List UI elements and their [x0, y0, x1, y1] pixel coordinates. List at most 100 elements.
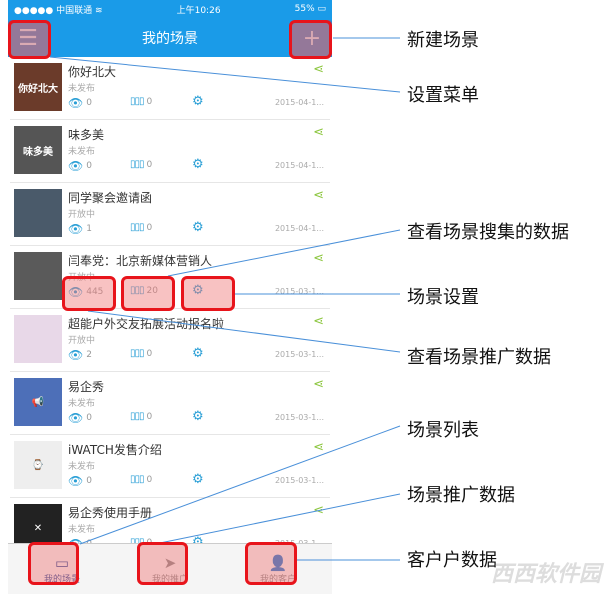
scene-date: 2015-04-1...: [274, 161, 324, 170]
scene-row[interactable]: 你好北大 你好北大 未发布 👁0 ▯▯▯0 ⚙ 2015-04-1... ⋖: [10, 57, 330, 120]
annotation-settings-menu: 设置菜单: [407, 85, 479, 106]
gear-icon[interactable]: ⚙: [192, 220, 204, 235]
share-icon[interactable]: ⋖: [313, 377, 324, 392]
share-icon[interactable]: ⋖: [313, 440, 324, 455]
eye-icon: 👁: [68, 159, 84, 173]
menu-button[interactable]: ☰: [8, 20, 48, 56]
scene-title[interactable]: iWATCH发售介绍: [68, 443, 162, 457]
line-promo-data: [159, 493, 401, 544]
views-count: 1: [86, 224, 92, 234]
scene-date: 2015-03-1...: [274, 287, 324, 296]
annotation-scene-settings: 场景设置: [407, 287, 479, 308]
scene-title[interactable]: 你好北大: [68, 65, 117, 79]
eye-icon: 👁: [68, 348, 84, 362]
tab-label: 我的场景: [43, 574, 80, 585]
watermark: 西西软件园: [490, 562, 601, 587]
data-stat[interactable]: ▯▯▯0: [130, 411, 152, 422]
battery: 55% ▭: [294, 4, 326, 14]
scene-row[interactable]: 超能户外交友拓展活动报名啦 开放中 👁2 ▯▯▯0 ⚙ 2015-03-1...…: [10, 309, 330, 372]
views-count: 445: [86, 287, 104, 297]
scene-status: 开放中: [68, 336, 96, 346]
phone-screen: ●●●●● 中国联通 ≋ 上午10:26 55% ▭ ☰ 我的场景 + 你好北大…: [8, 0, 332, 594]
annotation-new-scene: 新建场景: [407, 30, 479, 51]
scene-status: 未发布: [68, 462, 96, 472]
tab-label: 我的推广: [151, 574, 188, 585]
line-view-collected: [167, 229, 401, 277]
scene-status: 未发布: [68, 399, 96, 409]
tab-my-customers[interactable]: 👤 我的客户: [238, 544, 318, 594]
views-stat[interactable]: 👁0: [68, 96, 92, 110]
nav-bar: ☰ 我的场景 +: [8, 18, 332, 57]
plus-icon: +: [302, 25, 322, 51]
gear-icon[interactable]: ⚙: [192, 157, 204, 172]
tab-bar: ▭我的场景 ➤我的推广 👤 我的客户: [8, 543, 332, 594]
share-icon[interactable]: ⋖: [313, 125, 324, 140]
scene-date: 2015-03-1...: [274, 413, 324, 422]
views-stat[interactable]: 👁445: [68, 285, 103, 299]
user-icon: 👤: [268, 553, 288, 572]
share-icon[interactable]: ⋖: [313, 62, 324, 77]
views-count: 0: [86, 98, 92, 108]
data-count: 0: [146, 474, 153, 485]
scene-title[interactable]: 超能户外交友拓展活动报名啦: [68, 317, 225, 331]
data-count: 0: [146, 348, 153, 359]
bar-chart-icon: ▯▯▯: [130, 285, 144, 296]
data-count: 20: [146, 285, 158, 296]
scene-title[interactable]: 易企秀使用手册: [68, 506, 153, 520]
bar-chart-icon: ▯▯▯: [130, 411, 144, 422]
page-title: 我的场景: [142, 30, 198, 47]
scene-title[interactable]: 闫奉党：北京新媒体营销人: [68, 254, 213, 268]
scene-row[interactable]: 味多美 味多美 未发布 👁0 ▯▯▯0 ⚙ 2015-04-1... ⋖: [10, 120, 330, 183]
line-scene-list: [79, 425, 401, 545]
annotation-view-collected: 查看场景搜集的数据: [407, 222, 569, 243]
gear-icon[interactable]: ⚙: [192, 346, 204, 361]
data-stat[interactable]: ▯▯▯0: [130, 222, 152, 233]
menu-icon: ☰: [18, 25, 38, 51]
scene-date: 2015-03-1...: [274, 350, 324, 359]
data-stat[interactable]: ▯▯▯0: [130, 474, 152, 485]
share-icon[interactable]: ⋖: [313, 188, 324, 203]
share-icon[interactable]: ⋖: [313, 314, 324, 329]
add-scene-button[interactable]: +: [292, 20, 332, 56]
gear-icon[interactable]: ⚙: [192, 283, 204, 298]
scene-row[interactable]: ⌚ iWATCH发售介绍 未发布 👁0 ▯▯▯0 ⚙ 2015-03-1... …: [10, 435, 330, 498]
views-count: 0: [86, 413, 92, 423]
line-settings-menu: [49, 56, 401, 93]
scene-thumbnail: ⌚: [14, 441, 62, 489]
tab-my-scenes[interactable]: ▭我的场景: [22, 544, 102, 594]
eye-icon: 👁: [68, 474, 84, 488]
views-stat[interactable]: 👁0: [68, 159, 92, 173]
views-stat[interactable]: 👁0: [68, 411, 92, 425]
views-stat[interactable]: 👁0: [68, 474, 92, 488]
bar-chart-icon: ▯▯▯: [130, 348, 144, 359]
data-stat[interactable]: ▯▯▯0: [130, 96, 152, 107]
tab-my-promotion[interactable]: ➤我的推广: [130, 544, 210, 594]
bar-chart-icon: ▯▯▯: [130, 159, 144, 170]
annotation-customer-data: 客户户数据: [407, 550, 497, 571]
gear-icon[interactable]: ⚙: [192, 535, 204, 550]
scene-row[interactable]: 同学聚会邀请函 开放中 👁1 ▯▯▯0 ⚙ 2015-04-1... ⋖: [10, 183, 330, 246]
views-stat[interactable]: 👁1: [68, 222, 92, 236]
eye-icon: 👁: [68, 285, 84, 299]
gear-icon[interactable]: ⚙: [192, 472, 204, 487]
scene-row[interactable]: 📢 易企秀 未发布 👁0 ▯▯▯0 ⚙ 2015-03-1... ⋖: [10, 372, 330, 435]
scene-title[interactable]: 同学聚会邀请函: [68, 191, 153, 205]
share-icon[interactable]: ⋖: [313, 251, 324, 266]
views-count: 0: [86, 161, 92, 171]
data-stat[interactable]: ▯▯▯20: [130, 285, 158, 296]
gear-icon[interactable]: ⚙: [192, 94, 204, 109]
views-stat[interactable]: 👁2: [68, 348, 92, 362]
scene-thumbnail: 📢: [14, 378, 62, 426]
scene-title[interactable]: 易企秀: [68, 380, 105, 394]
annotation-scene-list: 场景列表: [407, 420, 479, 441]
line-view-promo: [87, 310, 401, 353]
gear-icon[interactable]: ⚙: [192, 409, 204, 424]
data-stat[interactable]: ▯▯▯0: [130, 159, 152, 170]
annotation-promo-data: 场景推广数据: [407, 485, 515, 506]
scene-title[interactable]: 味多美: [68, 128, 105, 142]
data-stat[interactable]: ▯▯▯0: [130, 348, 152, 359]
scene-date: 2015-03-1...: [274, 476, 324, 485]
scene-date: 2015-04-1...: [274, 224, 324, 233]
tab-label: 我的客户: [259, 574, 296, 585]
